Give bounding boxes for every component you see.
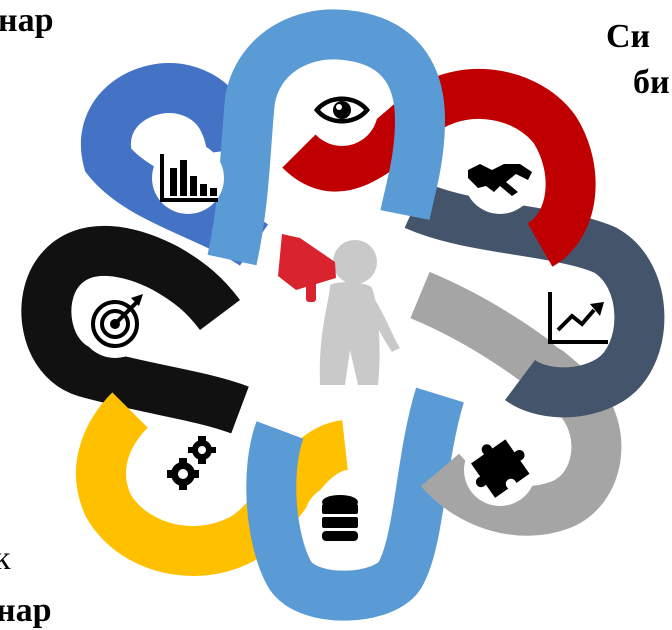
figure-head — [333, 240, 377, 284]
eye-icon — [314, 96, 370, 124]
right-lobe — [404, 181, 665, 418]
icon-hole — [542, 282, 614, 354]
bottom-left-text-line2: нар — [0, 592, 52, 629]
top-lobe — [207, 9, 446, 266]
megaphone-icon — [278, 234, 336, 290]
left-lobe — [21, 226, 249, 434]
bottom-left-text-line1: к — [0, 540, 11, 577]
bar-chart-icon — [160, 154, 218, 202]
gears-icon — [167, 436, 216, 490]
handshake-icon — [468, 164, 532, 196]
figure-arm — [365, 295, 400, 352]
target-icon — [91, 294, 143, 348]
trend-chart-icon — [548, 292, 608, 344]
figure-body — [319, 282, 380, 385]
lower-right-lobe — [410, 271, 622, 536]
speaker-with-megaphone — [278, 234, 400, 385]
upper-right-lobe — [282, 68, 596, 267]
bottom-lobe — [246, 387, 465, 621]
database-icon — [322, 495, 358, 541]
puzzle-piece-icon — [470, 439, 530, 498]
top-left-text: нар — [0, 2, 54, 39]
icon-hole — [156, 426, 228, 498]
megaphone-handle — [306, 280, 316, 302]
top-right-text-line1: Си — [606, 18, 651, 55]
top-right-text-line2: би — [633, 64, 670, 101]
